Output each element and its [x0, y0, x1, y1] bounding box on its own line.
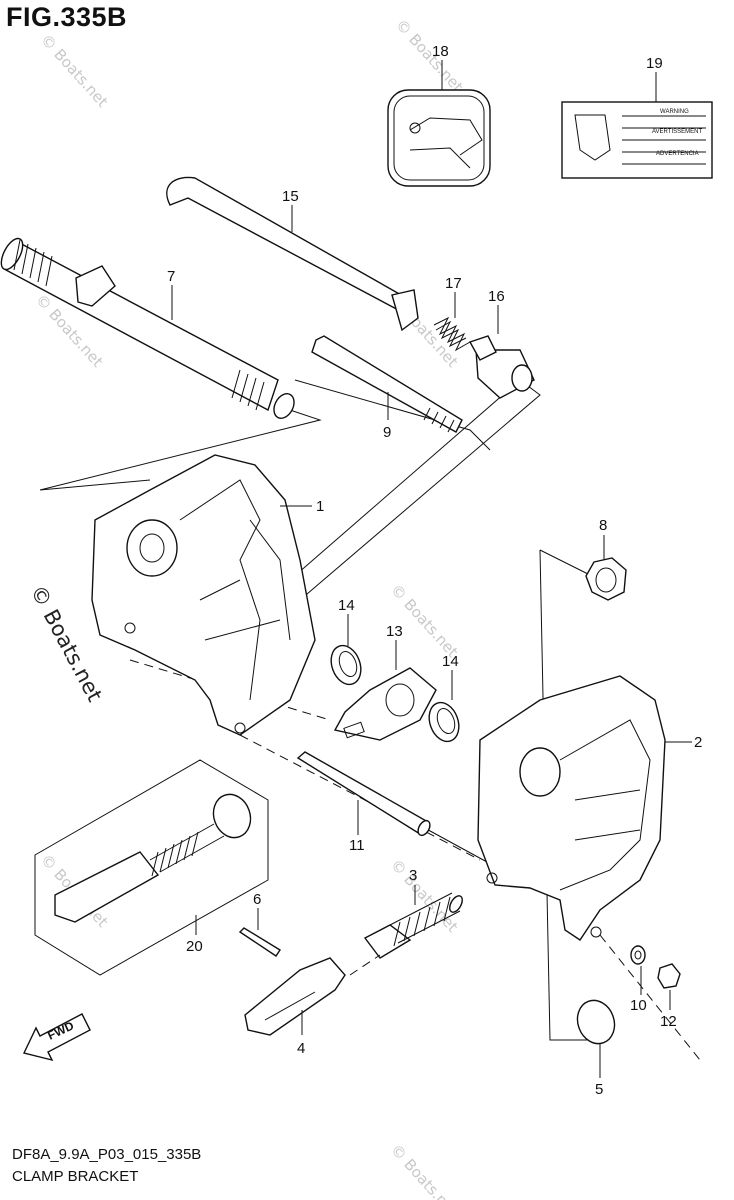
callout-8: 8: [599, 517, 607, 534]
part-9-bolt: [311, 335, 463, 433]
part-10-washer: [630, 945, 646, 965]
callout-13: 13: [386, 623, 403, 640]
part-14-bushing-upper: [330, 644, 362, 686]
callout-14: 14: [338, 597, 355, 614]
part-16-knob: [468, 335, 535, 399]
callout-11: 11: [349, 837, 365, 854]
callout-3: 3: [409, 867, 417, 884]
callout-16: 16: [488, 288, 505, 305]
figure-name: CLAMP BRACKET: [12, 1168, 139, 1185]
part-5-pad: [576, 999, 616, 1045]
part-17-spring: [433, 316, 471, 352]
label-warning-text: WARNING: [660, 109, 689, 115]
callout-6: 6: [253, 891, 261, 908]
watermark: © Boats.net: [37, 31, 112, 111]
callout-9: 9: [383, 424, 391, 441]
part-12-nut: [657, 963, 681, 989]
callout-1: 1: [316, 498, 324, 515]
part-14-bushing-lower: [428, 701, 460, 743]
part-2-clamp-bracket: [477, 675, 666, 941]
part-8-nut: [585, 557, 627, 601]
callout-15: 15: [282, 188, 299, 205]
label-advertencia-text: ADVERTENCIA: [656, 151, 699, 157]
part-4-clamp-handle: [244, 954, 381, 1036]
part-7-tilt-tube: [0, 237, 295, 419]
part-20-clamp-screw-assembly: [34, 759, 269, 976]
figure-code: DF8A_9.9A_P03_015_335B: [12, 1146, 202, 1163]
part-11-pin: [296, 751, 431, 837]
callout-4: 4: [297, 1040, 305, 1057]
part-13-plate: [333, 667, 437, 741]
part-15-tilt-rod: [166, 176, 419, 332]
callout-2: 2: [694, 734, 702, 751]
part-19-warning-label: WARNING AVERTISSEMENT ADVERTENCIA: [561, 101, 713, 179]
watermark: © Boats.net: [392, 16, 467, 96]
label-avertissement-text: AVERTISSEMENT: [652, 129, 702, 135]
part-1-clamp-bracket: [91, 454, 316, 736]
callout-14: 14: [442, 653, 459, 670]
figure-title: FIG.335B: [6, 2, 128, 32]
callout-17: 17: [445, 275, 462, 292]
callout-5: 5: [595, 1081, 603, 1098]
callout-20: 20: [186, 938, 203, 955]
watermark: © Boats.net: [387, 1141, 462, 1200]
callout-leaders: [171, 60, 692, 1078]
callout-12: 12: [660, 1013, 677, 1030]
callout-10: 10: [630, 997, 647, 1014]
part-18-decal: [387, 89, 491, 187]
fwd-arrow-icon: FWD: [22, 1013, 91, 1062]
part-3-clamp-screw: [363, 892, 463, 959]
watermark: © Boats.net: [387, 856, 462, 936]
callouts: 1 2 3 4 5 6 7 8 9 10 11 12 13 14 14 15 1…: [167, 43, 702, 1098]
watermark: © Boats.net: [387, 581, 462, 661]
callout-18: 18: [432, 43, 449, 60]
callout-7: 7: [167, 268, 175, 285]
part-6-pin: [238, 927, 281, 957]
callout-19: 19: [646, 55, 663, 72]
